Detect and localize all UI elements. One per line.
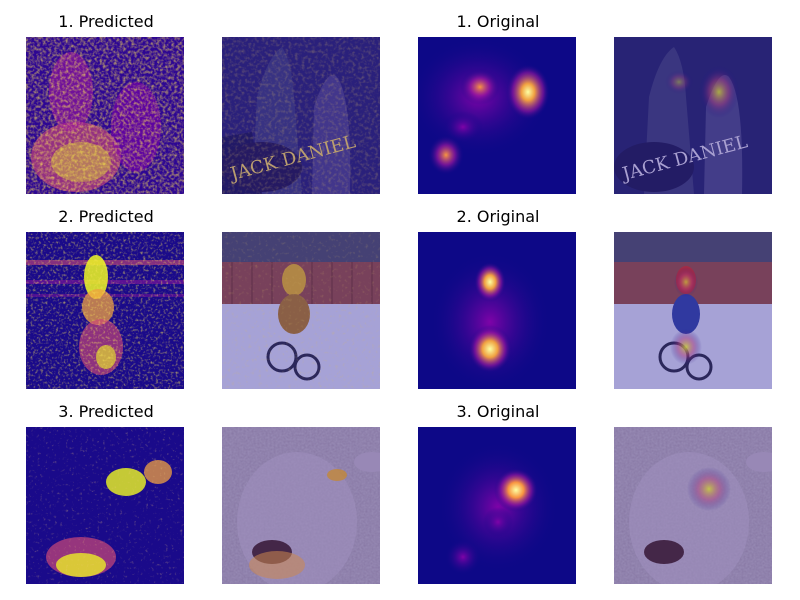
row-1-predicted-title: 1. Predicted — [58, 12, 154, 31]
row-3-predicted-heatmap — [26, 427, 184, 584]
row-3-original-overlay — [614, 427, 772, 584]
row-2-original-overlay — [614, 232, 772, 389]
row-3-original-title: 3. Original — [456, 402, 540, 421]
row-2-original-heatmap — [418, 232, 576, 389]
row-1-predicted-heatmap — [26, 37, 184, 194]
row-3-predicted-title: 3. Predicted — [58, 402, 154, 421]
row-1-original-title: 1. Original — [456, 12, 540, 31]
row-2-original-title: 2. Original — [456, 207, 540, 226]
row-3-predicted-overlay — [222, 427, 380, 584]
row-1-predicted-overlay: JACK DANIEL — [222, 37, 380, 194]
row-3-original-heatmap — [418, 427, 576, 584]
row-2-predicted-overlay — [222, 232, 380, 389]
row-1-original-heatmap — [418, 37, 576, 194]
row-1-original-overlay: JACK DANIEL — [614, 37, 772, 194]
row-2-predicted-heatmap — [26, 232, 184, 389]
row-2-predicted-title: 2. Predicted — [58, 207, 154, 226]
